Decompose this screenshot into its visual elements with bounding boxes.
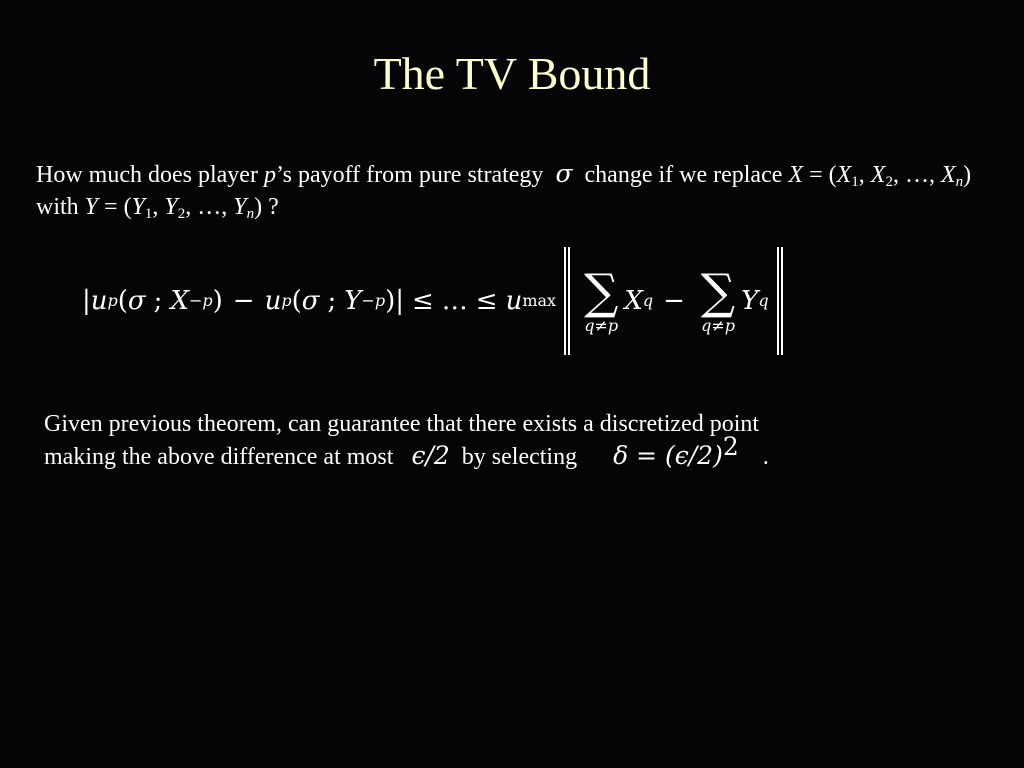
sum-sign: ∑ — [584, 264, 619, 320]
sum-operator: ∑ q≠p — [584, 267, 618, 335]
leq-sign: ≤ — [475, 286, 498, 316]
var-X: X — [788, 162, 804, 188]
text: , …, — [892, 162, 941, 188]
sum-sign: ∑ — [700, 264, 736, 320]
text: ) ? — [254, 194, 279, 220]
var-X2: X — [870, 162, 886, 188]
X-symbol: X — [170, 286, 189, 316]
sub: n — [955, 174, 964, 190]
sub: 1 — [144, 206, 153, 222]
question-paragraph: How much does player p’s payoff from pur… — [36, 158, 986, 223]
delta-expression: δ = (ϵ/2) — [613, 441, 723, 470]
leq-sign: ≤ — [411, 286, 434, 316]
text: making the above difference at most — [44, 444, 394, 470]
epsilon-half: ϵ/2 — [411, 441, 450, 470]
u-symbol: u — [90, 286, 108, 316]
sub: 1 — [851, 174, 859, 190]
text-line: making the above difference at most ϵ/2 … — [44, 434, 944, 473]
sum-operator: ∑ q≠p — [701, 267, 735, 335]
text-line: Given previous theorem, can guarantee th… — [44, 411, 760, 437]
var-X1: X — [836, 162, 852, 188]
slide-title: The TV Bound — [373, 48, 651, 99]
text: change if we replace — [584, 162, 789, 188]
text: How much does player — [36, 162, 264, 188]
sub: 2 — [177, 206, 186, 222]
text: by selecting — [461, 444, 578, 470]
sum-subscript: q≠p — [584, 316, 619, 335]
var-Y: Y — [84, 194, 99, 220]
u-symbol: u — [264, 286, 282, 316]
var-Xn: X — [940, 162, 956, 188]
semicolon: ; — [327, 286, 337, 316]
period: . — [762, 444, 769, 470]
ellipsis: … — [441, 286, 468, 316]
semicolon: ; — [153, 286, 163, 316]
text: , — [858, 162, 871, 188]
text: ’s payoff from pure strategy — [275, 162, 544, 188]
sub: n — [246, 206, 255, 222]
conclusion-paragraph: Given previous theorem, can guarantee th… — [44, 408, 944, 473]
var-Yn: Y — [233, 194, 247, 220]
var-p: p — [263, 162, 276, 188]
sum-subscript: q≠p — [701, 316, 735, 335]
sigma-symbol: σ — [555, 159, 573, 188]
text: = ( — [98, 194, 132, 220]
var-Y2: Y — [164, 194, 178, 220]
sub: 2 — [885, 174, 893, 190]
paren: ( — [117, 286, 128, 316]
text: ) with — [36, 162, 972, 220]
minus-sign: − — [232, 286, 255, 316]
abs-bar-open: | — [82, 286, 91, 316]
text: , — [152, 194, 165, 220]
Xq-symbol: X — [624, 286, 643, 316]
exponent: 2 — [722, 432, 739, 461]
var-Y1: Y — [131, 194, 145, 220]
Yq-symbol: Y — [741, 286, 759, 316]
text: , …, — [185, 194, 234, 220]
sigma-symbol: σ — [301, 286, 320, 316]
Y-symbol: Y — [344, 286, 362, 316]
sigma-symbol: σ — [127, 286, 146, 316]
umax-symbol: u — [505, 286, 523, 316]
abs-bar-close: | — [395, 286, 404, 316]
minus-sign: − — [663, 286, 685, 316]
paren: ) — [212, 286, 223, 316]
paren: ( — [291, 286, 302, 316]
paren: ) — [385, 286, 396, 316]
text: = ( — [803, 162, 837, 188]
